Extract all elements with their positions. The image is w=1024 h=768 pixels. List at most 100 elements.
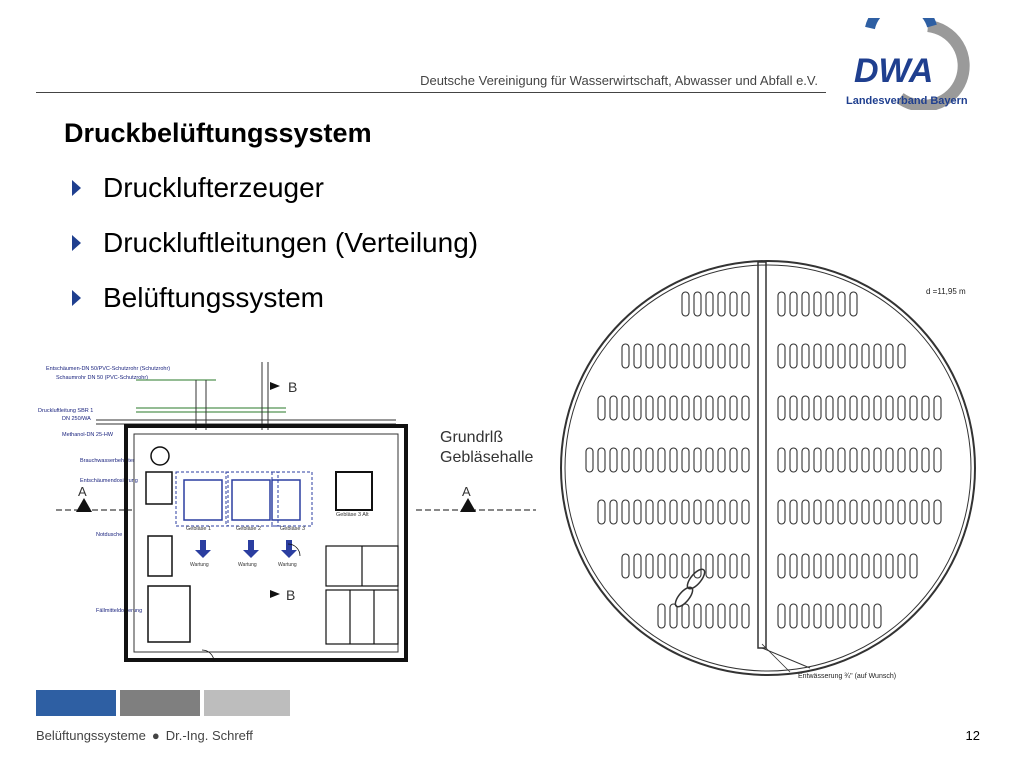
diffuser-element [597,499,606,525]
footer-text: Belüftungssysteme●Dr.-Ing. Schreff [36,728,253,743]
bullet-arrow-icon [72,180,81,196]
diffuser-element [801,447,810,473]
diffuser-element [681,343,690,369]
header-divider [36,92,826,93]
diffuser-element [681,447,690,473]
diffuser-element [681,499,690,525]
diffuser-element [813,343,822,369]
diffuser-element [861,395,870,421]
diffuser-element [921,395,930,421]
footer-bar-gray [120,690,200,716]
diffuser-element [729,603,738,629]
diffuser-element [693,603,702,629]
diffuser-element [933,395,942,421]
diffuser-element [717,291,726,317]
diffuser-element [885,395,894,421]
diffuser-element [861,447,870,473]
diffuser-element [801,291,810,317]
diffuser-element [813,553,822,579]
diffuser-element [681,291,690,317]
bullet-item: Druckluftleitungen (Verteilung) [72,227,478,259]
section-a-left: A [78,484,87,499]
diffuser-element [777,603,786,629]
diffuser-element [705,291,714,317]
diffuser-element [825,447,834,473]
diffuser-element [741,447,750,473]
diffuser-element [825,553,834,579]
diffuser-element [909,447,918,473]
footer-bar-light [204,690,290,716]
diffuser-element [897,553,906,579]
diffuser-element [873,343,882,369]
diffuser-element [669,395,678,421]
diffuser-element [897,499,906,525]
diffuser-element [813,291,822,317]
diffuser-element [813,395,822,421]
diffuser-element [801,395,810,421]
diffuser-element [897,343,906,369]
diffuser-element [717,603,726,629]
diffuser-element [849,603,858,629]
diffuser-element [633,395,642,421]
diffuser-element [633,553,642,579]
diffuser-element [621,447,630,473]
diffuser-element [645,499,654,525]
section-a-right: A [462,484,471,499]
diffuser-element [813,603,822,629]
diffuser-element [597,395,606,421]
diffuser-element [729,553,738,579]
diffuser-element [729,447,738,473]
diffuser-element [657,343,666,369]
diffuser-element [801,343,810,369]
diffuser-element [633,343,642,369]
plan-note: Entschäumen-DN 50/PVC-Schutzrohr (Schutz… [46,366,170,372]
diffuser-element [729,499,738,525]
diffuser-element [693,447,702,473]
bullet-text: Belüftungssystem [103,282,324,313]
diffuser-element [717,499,726,525]
diffuser-element [933,447,942,473]
diffuser-element [849,343,858,369]
maintenance-label: Wartung [278,562,297,568]
diffuser-element [897,447,906,473]
diffuser-element [645,553,654,579]
blower-2-label: Gebläse 2 [236,526,261,532]
diffuser-element [801,553,810,579]
footer-separator: ● [151,728,160,743]
diffuser-element [669,447,678,473]
blower-4-label: Gebläse 3 Alt [336,512,369,518]
blower-1-label: Gebläse 1 [186,526,211,532]
diffuser-element [729,343,738,369]
diffuser-element [585,447,594,473]
diffuser-element [849,447,858,473]
bullet-arrow-icon [72,235,81,251]
diffuser-element [861,499,870,525]
diffuser-element [657,395,666,421]
diffuser-element [669,343,678,369]
diffuser-element [741,603,750,629]
diffuser-element [861,553,870,579]
diffuser-element [789,447,798,473]
diffuser-element [693,499,702,525]
bullet-text: Druckluftleitungen (Verteilung) [103,227,479,258]
diffuser-element [813,499,822,525]
diffuser-element [609,395,618,421]
diffuser-element [849,291,858,317]
diffuser-element [621,395,630,421]
organization-name: Deutsche Vereinigung für Wasserwirtschaf… [420,73,818,88]
diffuser-element [873,603,882,629]
plan-note: Brauchwasserbehälter [80,458,135,464]
diffuser-element [837,343,846,369]
maintenance-label: Wartung [238,562,257,568]
diffuser-element [837,395,846,421]
diffuser-element [849,553,858,579]
diffuser-element [777,447,786,473]
diffuser-element [825,343,834,369]
diffuser-element [693,343,702,369]
diffuser-element [837,291,846,317]
footer-author: Dr.-Ing. Schreff [165,728,253,743]
diffuser-element [597,447,606,473]
diffuser-element [681,603,690,629]
diffuser-element [885,499,894,525]
footer-bar-blue [36,690,116,716]
